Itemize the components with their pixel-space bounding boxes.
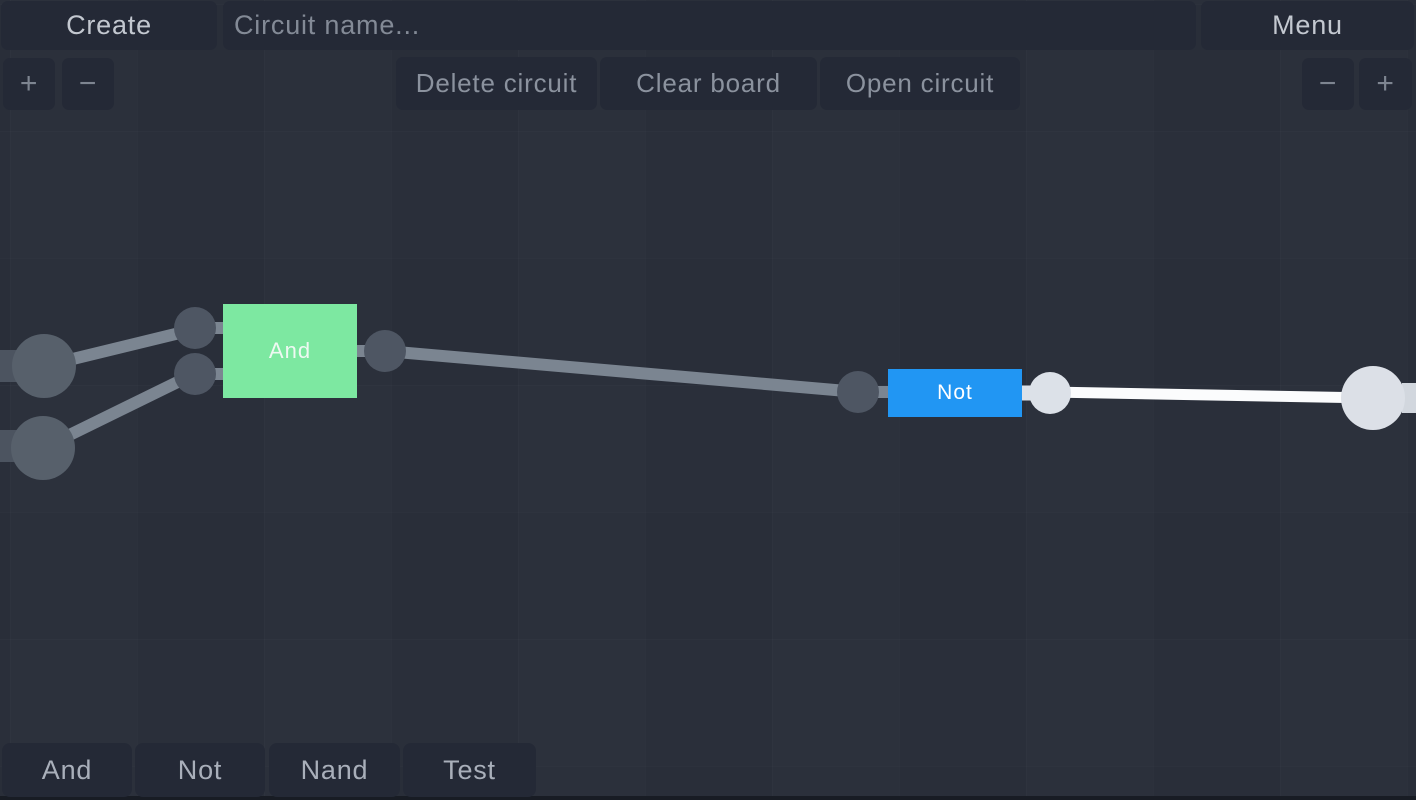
and-output-node[interactable] bbox=[364, 330, 406, 372]
bottom-edge-strip bbox=[0, 796, 1416, 800]
output-terminal-node[interactable] bbox=[1341, 366, 1405, 430]
input-terminal-node-2[interactable] bbox=[11, 416, 75, 480]
zoom-out-button-right[interactable]: − bbox=[1302, 58, 1354, 110]
output-trunk-wire[interactable] bbox=[1402, 383, 1416, 413]
not-gate[interactable]: Not bbox=[888, 369, 1022, 417]
zoom-in-button-left[interactable]: + bbox=[3, 58, 55, 110]
and-input-node-1[interactable] bbox=[174, 307, 216, 349]
wire-not-to-output[interactable] bbox=[1049, 386, 1374, 404]
zoom-out-button-left[interactable]: − bbox=[62, 58, 114, 110]
palette-item-test[interactable]: Test bbox=[403, 743, 536, 797]
open-circuit-button[interactable]: Open circuit bbox=[820, 57, 1020, 110]
not-input-node[interactable] bbox=[837, 371, 879, 413]
menu-button[interactable]: Menu bbox=[1201, 1, 1414, 50]
not-output-node[interactable] bbox=[1029, 372, 1071, 414]
delete-circuit-button[interactable]: Delete circuit bbox=[396, 57, 597, 110]
input-terminal-node-1[interactable] bbox=[12, 334, 76, 398]
clear-board-button[interactable]: Clear board bbox=[600, 57, 817, 110]
zoom-in-button-right[interactable]: + bbox=[1359, 58, 1412, 110]
palette-item-and[interactable]: And bbox=[2, 743, 132, 797]
and-input-node-2[interactable] bbox=[174, 353, 216, 395]
palette-item-nand[interactable]: Nand bbox=[269, 743, 400, 797]
palette-item-not[interactable]: Not bbox=[135, 743, 265, 797]
wire-and-to-not[interactable] bbox=[384, 345, 859, 398]
and-gate[interactable]: And bbox=[223, 304, 357, 398]
circuit-name-input[interactable] bbox=[223, 1, 1196, 50]
create-button[interactable]: Create bbox=[1, 1, 217, 50]
